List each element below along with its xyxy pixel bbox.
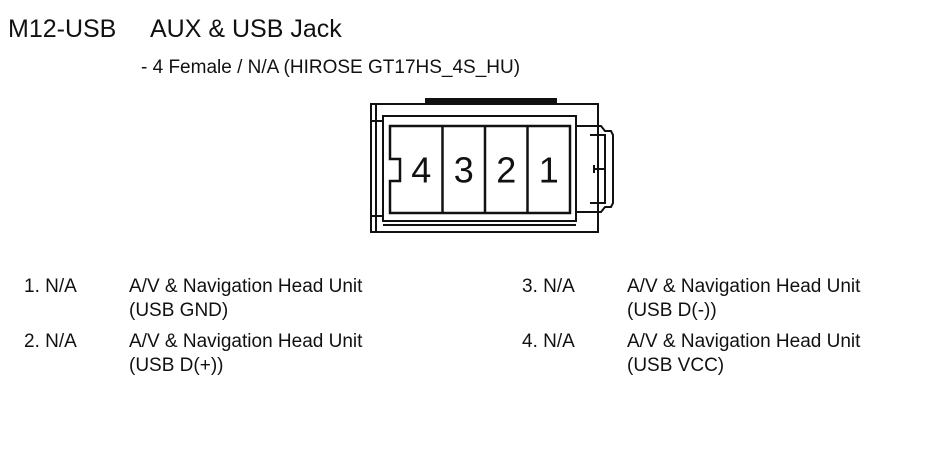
pin-signal: (USB D(-)) bbox=[627, 300, 717, 321]
pin-frame bbox=[388, 124, 572, 215]
pin-number: 3. N/A bbox=[522, 276, 575, 297]
page-title: M12-USB AUX & USB Jack bbox=[8, 14, 342, 44]
pin-signal: (USB D(+)) bbox=[129, 355, 224, 376]
pin-number: 2. N/A bbox=[24, 331, 77, 352]
pin-list: 1. N/A A/V & Navigation Head Unit (USB G… bbox=[0, 275, 937, 395]
pin-description: A/V & Navigation Head Unit (USB GND) bbox=[129, 275, 362, 323]
cavity-number: 1 bbox=[539, 150, 559, 191]
connector-name: AUX & USB Jack bbox=[150, 15, 342, 43]
pin-signal: (USB VCC) bbox=[627, 355, 725, 376]
pin-circuit: A/V & Navigation Head Unit bbox=[627, 276, 861, 297]
pin-circuit: A/V & Navigation Head Unit bbox=[627, 331, 861, 352]
inner-housing bbox=[382, 115, 577, 222]
cavity-number: 2 bbox=[496, 150, 516, 191]
connector-code: M12-USB bbox=[8, 15, 117, 43]
pin-number: 1. N/A bbox=[24, 276, 77, 297]
pin-description: A/V & Navigation Head Unit (USB D(+)) bbox=[129, 330, 362, 378]
pin-number: 4. N/A bbox=[522, 331, 575, 352]
lock-tab bbox=[576, 125, 614, 213]
pin-circuit: A/V & Navigation Head Unit bbox=[129, 331, 363, 352]
pin-description: A/V & Navigation Head Unit (USB VCC) bbox=[627, 330, 860, 378]
pin-signal: (USB GND) bbox=[129, 300, 229, 321]
cavity-number: 4 bbox=[411, 150, 431, 191]
cavity-number: 3 bbox=[454, 150, 474, 191]
connector-spec: - 4 Female / N/A (HIROSE GT17HS_4S_HU) bbox=[141, 57, 521, 78]
pin-description: A/V & Navigation Head Unit (USB D(-)) bbox=[627, 275, 860, 323]
pin-circuit: A/V & Navigation Head Unit bbox=[129, 276, 363, 297]
top-latch bbox=[425, 98, 557, 105]
